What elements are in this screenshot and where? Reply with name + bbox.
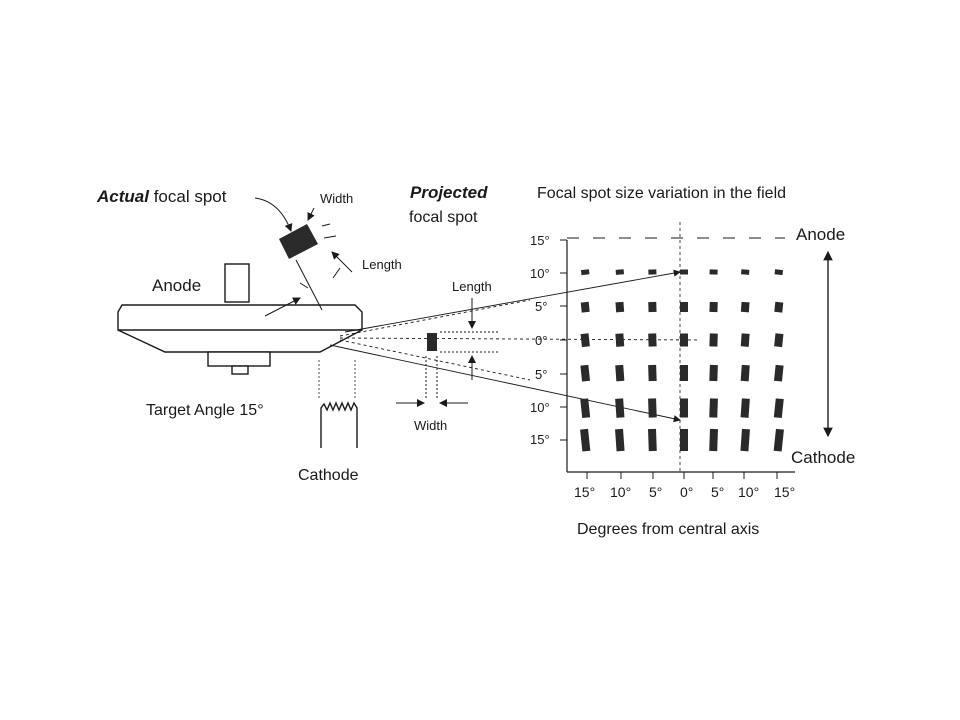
x-tick-label: 15° xyxy=(774,484,795,500)
y-tick-label: 5° xyxy=(535,299,547,314)
actual-focal-spot-label: Actual focal spot xyxy=(96,187,227,206)
field-axes xyxy=(566,222,795,473)
projected-focal-spot-label: focal spot xyxy=(409,209,478,226)
field-spot xyxy=(680,365,688,381)
anode-assembly xyxy=(117,263,363,375)
field-spot xyxy=(680,333,688,347)
field-spot xyxy=(709,428,718,452)
x-axis-title: Degrees from central axis xyxy=(577,521,759,538)
field-spot xyxy=(709,398,718,418)
y-tick-marks xyxy=(560,239,567,441)
projected-spot-dimensions xyxy=(396,298,500,407)
field-spot xyxy=(615,333,625,347)
field-spot xyxy=(580,333,590,348)
field-spot xyxy=(648,364,657,382)
y-tick-label: 15° xyxy=(530,432,550,447)
projected-label: Projected xyxy=(410,183,488,202)
length-mid-label: Length xyxy=(452,279,492,294)
field-spot xyxy=(709,269,718,275)
field-spot xyxy=(615,428,625,452)
y-tick-label: 0° xyxy=(535,333,547,348)
field-spot xyxy=(774,333,784,348)
field-spot xyxy=(648,398,657,418)
focal-spot-grid xyxy=(580,269,784,452)
y-tick-label: 5° xyxy=(535,367,547,382)
field-spot xyxy=(580,301,590,313)
cathode-left-label: Cathode xyxy=(298,467,359,484)
field-spot xyxy=(580,364,591,382)
x-ray-beam-lines xyxy=(329,269,701,423)
field-spot xyxy=(740,398,750,418)
x-tick-label: 10° xyxy=(610,484,631,500)
field-spot xyxy=(615,398,625,418)
field-spot xyxy=(615,269,624,275)
y-tick-label: 10° xyxy=(530,266,550,281)
field-spot xyxy=(709,333,718,347)
field-spot xyxy=(648,301,657,313)
target-angle-label: Target Angle 15° xyxy=(146,402,264,419)
field-spot xyxy=(615,364,625,382)
y-tick-label: 15° xyxy=(530,233,550,248)
field-spot xyxy=(648,269,657,275)
field-spot xyxy=(773,398,784,419)
x-tick-label: 5° xyxy=(711,484,724,500)
field-spot xyxy=(648,333,657,347)
field-spot xyxy=(580,428,591,452)
anode-left-label: Anode xyxy=(152,276,201,295)
y-tick-label: 10° xyxy=(530,400,550,415)
actual-focal-spot xyxy=(279,224,318,259)
cathode-filament xyxy=(318,360,358,448)
field-spot xyxy=(615,301,625,313)
field-spot xyxy=(773,428,784,452)
cathode-right-label: Cathode xyxy=(791,448,855,467)
width-mid-label: Width xyxy=(414,418,447,433)
length-top-label: Length xyxy=(362,257,402,272)
field-spot xyxy=(680,302,688,312)
x-tick-label: 10° xyxy=(738,484,759,500)
anode-base xyxy=(207,351,271,367)
field-spot xyxy=(741,269,750,275)
x-tick-label: 5° xyxy=(649,484,662,500)
field-title: Focal spot size variation in the field xyxy=(537,185,786,202)
x-tick-marks xyxy=(586,472,778,479)
field-spot xyxy=(680,269,688,275)
field-spot xyxy=(580,269,590,276)
projected-focal-spot xyxy=(427,333,437,351)
field-spot xyxy=(773,364,784,382)
anode-disc xyxy=(117,304,363,353)
x-tick-label: 0° xyxy=(680,484,693,500)
y-tick-labels: 15° 10° 5° 0° 5° 10° 15° xyxy=(530,233,550,447)
anode-right-label: Anode xyxy=(796,225,845,244)
field-spot xyxy=(740,333,750,347)
field-spot xyxy=(774,269,784,276)
width-top-label: Width xyxy=(320,191,353,206)
field-spot xyxy=(740,428,750,452)
field-spot xyxy=(709,364,718,382)
field-spot xyxy=(680,429,688,451)
actual-spot-dimensions xyxy=(254,197,353,317)
field-spot xyxy=(680,398,688,418)
x-tick-label: 15° xyxy=(574,484,595,500)
anode-stem xyxy=(224,263,250,303)
field-spot xyxy=(580,398,591,419)
x-tick-labels: 15° 10° 5° 0° 5° 10° 15° xyxy=(574,484,795,500)
field-spot xyxy=(740,301,750,313)
field-spot xyxy=(774,301,784,313)
field-spot xyxy=(709,301,718,313)
field-spot xyxy=(648,428,657,452)
field-spot xyxy=(740,364,750,382)
